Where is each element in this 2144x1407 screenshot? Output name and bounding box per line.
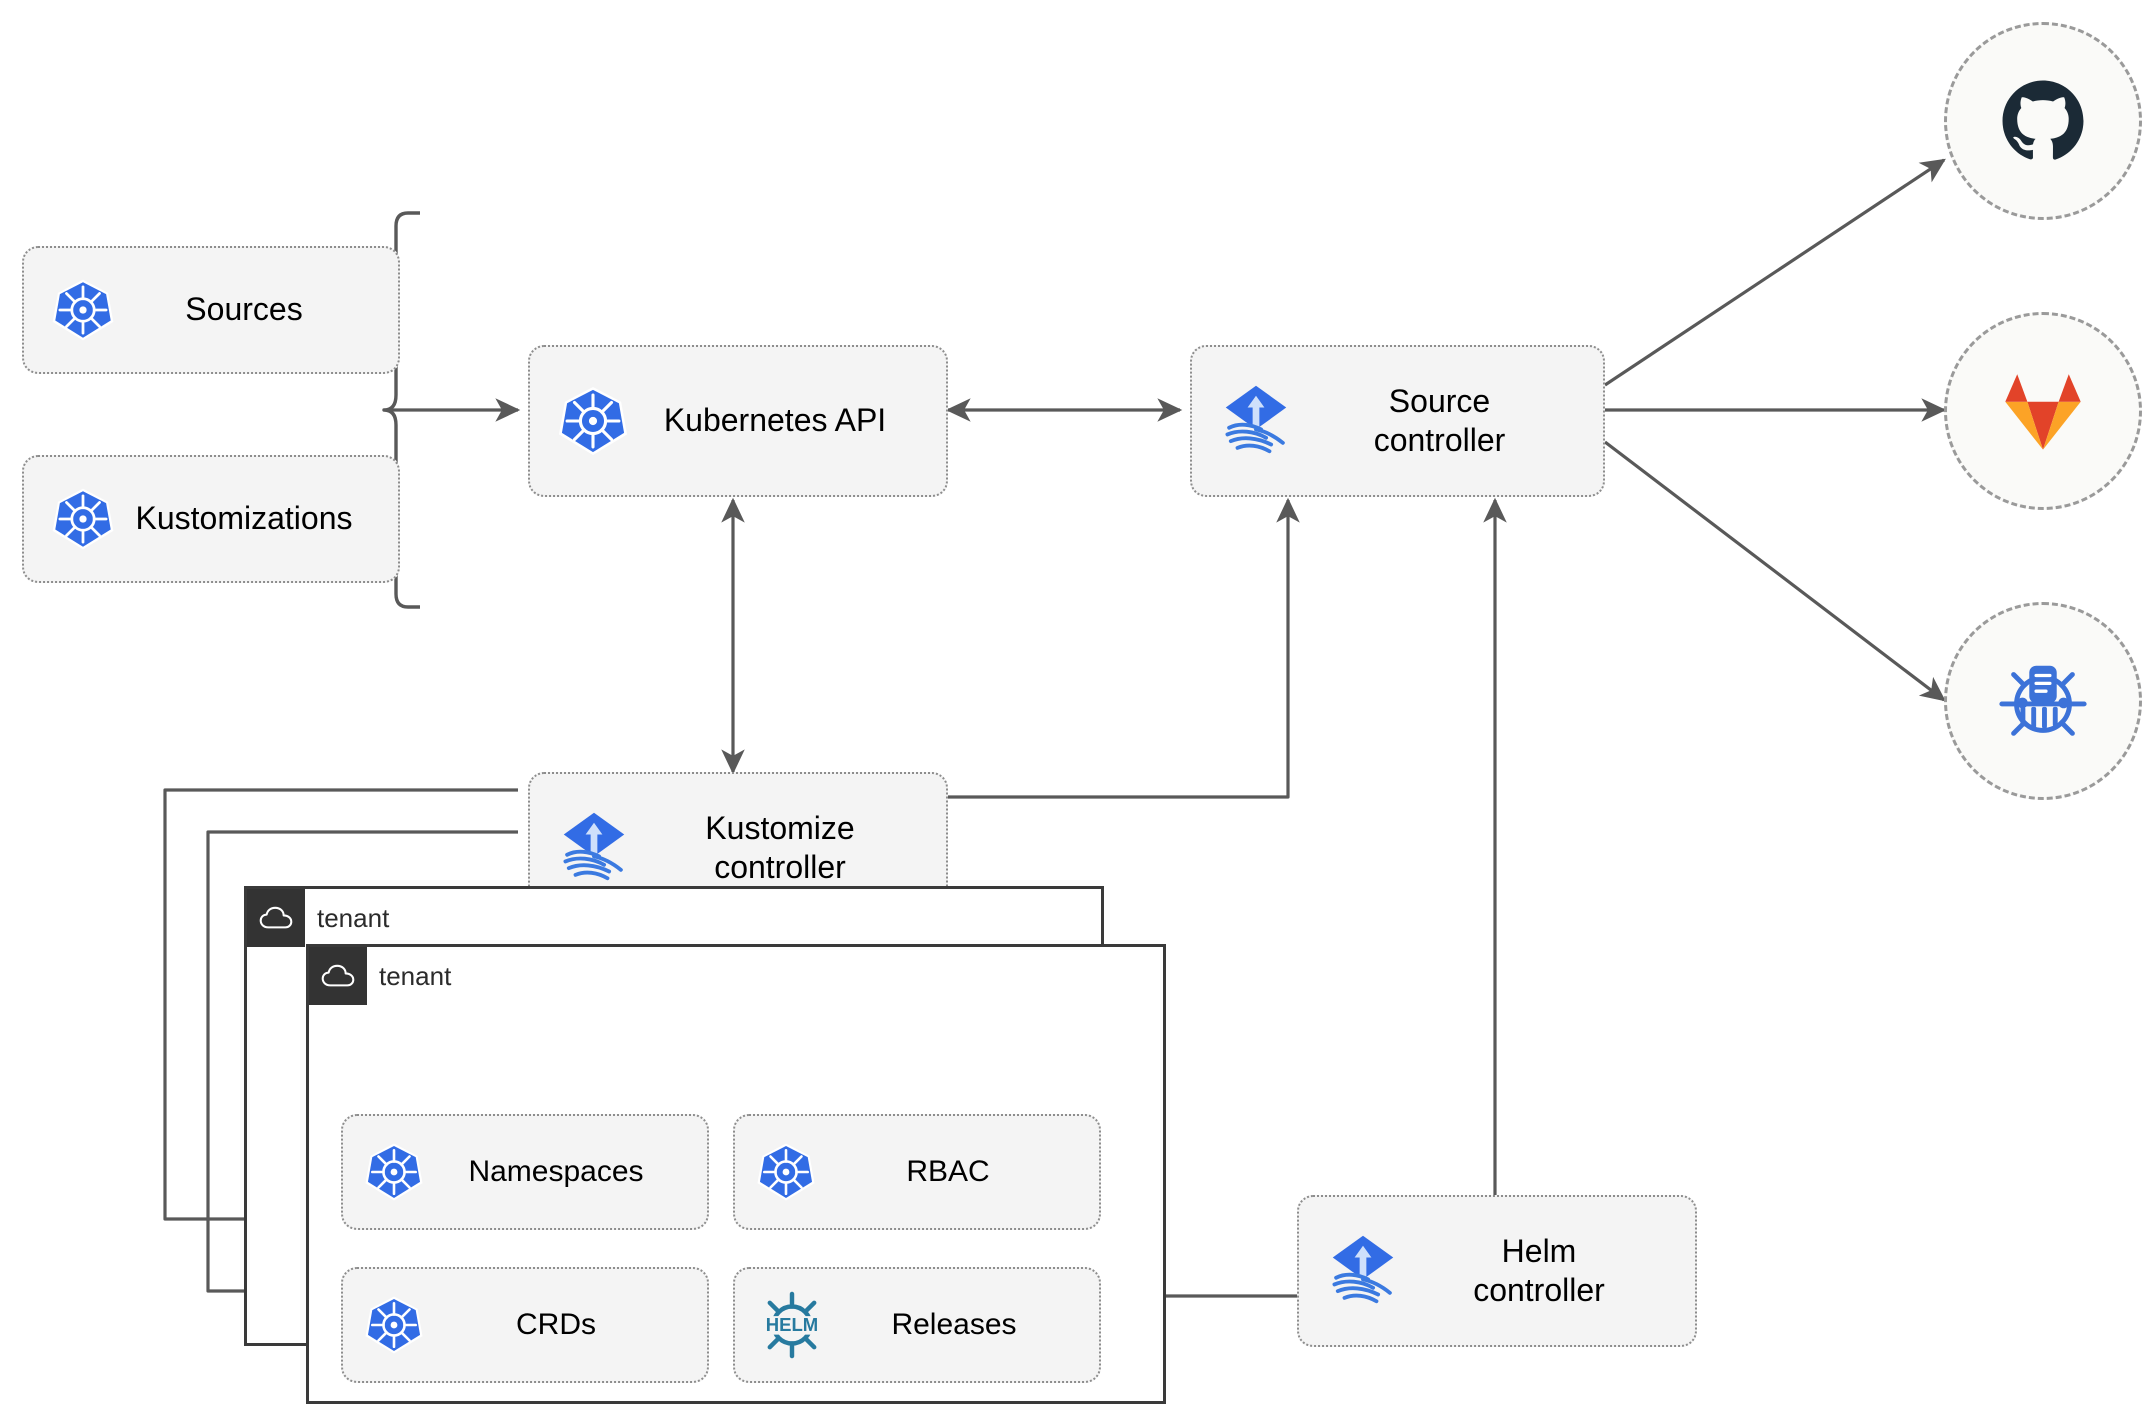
provider-gitlab[interactable] — [1944, 312, 2142, 510]
github-icon — [1997, 75, 2089, 167]
kubernetes-icon — [755, 1141, 817, 1203]
tenant-2-tab — [309, 947, 367, 1005]
cloud-icon — [259, 905, 293, 931]
node-rbac-label: RBAC — [906, 1154, 990, 1188]
node-kubernetes-api-label: Kubernetes API — [663, 402, 887, 439]
kubernetes-icon — [556, 384, 630, 458]
node-kustomizations-label: Kustomizations — [135, 500, 353, 537]
tenant-2-label: tenant — [379, 960, 452, 991]
node-namespaces-label: Namespaces — [468, 1154, 644, 1188]
node-crds-label: CRDs — [516, 1307, 596, 1341]
flux-icon — [1214, 379, 1298, 463]
node-rbac[interactable]: RBAC — [733, 1114, 1101, 1230]
kubernetes-icon — [363, 1141, 425, 1203]
gitlab-icon — [1997, 365, 2089, 457]
svg-text:HELM: HELM — [766, 1314, 818, 1335]
edge-source-to-github — [1604, 158, 1946, 387]
helm-repository-icon — [1994, 652, 2092, 750]
node-releases[interactable]: HELM Releases — [733, 1267, 1101, 1383]
kubernetes-icon — [50, 277, 116, 343]
node-releases-label: Releases — [891, 1307, 1017, 1341]
provider-helm-repository[interactable] — [1944, 602, 2142, 800]
kubernetes-icon — [50, 486, 116, 552]
tenant-1-label: tenant — [317, 902, 390, 933]
node-sources-label: Sources — [185, 291, 303, 328]
node-sources[interactable]: Sources — [22, 246, 400, 374]
node-crds[interactable]: CRDs — [341, 1267, 709, 1383]
node-namespaces[interactable]: Namespaces — [341, 1114, 709, 1230]
kubernetes-icon — [363, 1294, 425, 1356]
provider-github[interactable] — [1944, 22, 2142, 220]
node-kustomize-controller-label: Kustomize controller — [705, 809, 855, 885]
cloud-icon — [321, 963, 355, 989]
tenant-container-2[interactable]: tenant Namespaces — [306, 944, 1166, 1404]
node-kustomizations[interactable]: Kustomizations — [22, 455, 400, 583]
helm-icon: HELM — [755, 1288, 829, 1362]
flux-icon — [552, 806, 636, 890]
node-helm-controller-label: Helm controller — [1473, 1232, 1605, 1308]
node-helm-controller[interactable]: Helm controller — [1297, 1195, 1697, 1347]
edge-kustomize-to-source — [948, 497, 1300, 799]
node-source-controller-label: Source controller — [1373, 382, 1506, 458]
node-kubernetes-api[interactable]: Kubernetes API — [528, 345, 948, 497]
edge-source-to-helm-repository — [1604, 440, 1946, 702]
tenant-1-tab — [247, 889, 305, 947]
node-source-controller[interactable]: Source controller — [1190, 345, 1605, 497]
flux-icon — [1321, 1229, 1405, 1313]
